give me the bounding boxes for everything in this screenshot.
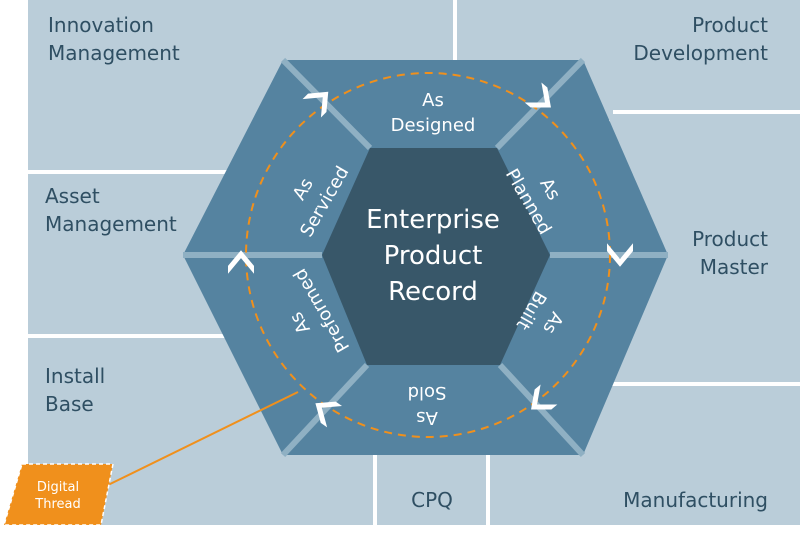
label-cpq: CPQ [411,488,453,512]
chevron-arrow-icon [607,243,633,267]
chevron-arrow-icon [531,384,558,410]
chevrons [228,82,633,428]
digital-thread-connector [107,391,299,486]
chevron-arrow-icon [228,250,254,274]
label-manufacturing: Manufacturing [623,488,768,512]
digital-thread-circle [245,72,611,438]
inner-hexagon [322,148,550,365]
chevron-arrow-icon [524,82,551,108]
chevron-arrow-icon [302,91,329,118]
chevron-arrow-icon [315,401,343,428]
segment-as-sold: AsSold [408,382,447,428]
